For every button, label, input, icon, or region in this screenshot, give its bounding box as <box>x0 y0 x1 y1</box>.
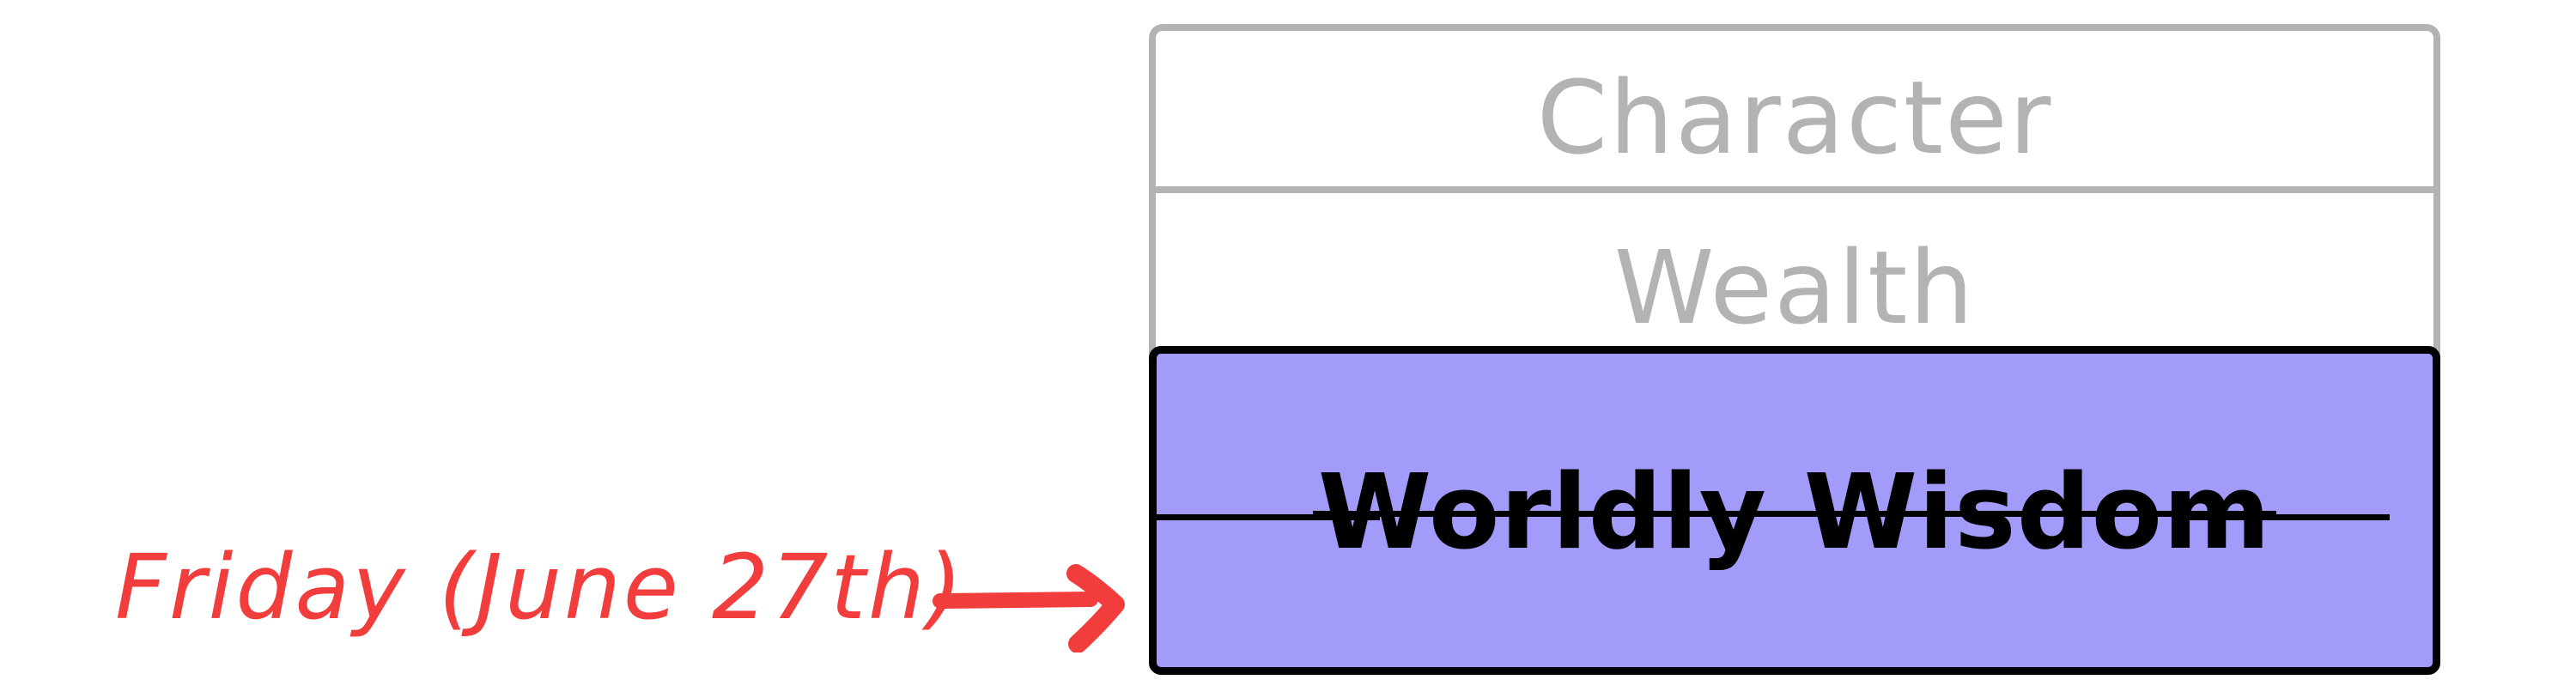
wealth-label: Wealth <box>1613 228 1976 347</box>
character-label: Character <box>1536 58 2053 177</box>
red-arrow-icon <box>933 564 1125 652</box>
date-annotation: Friday (June 27th) <box>115 535 965 640</box>
strike-line-right <box>2184 514 2390 520</box>
virtue-stack: Character Wealth Worldly Wisdom <box>1149 24 2440 675</box>
strike-line-left <box>1157 514 1380 520</box>
worldly-wisdom-box: Worldly Wisdom <box>1149 346 2440 675</box>
character-box: Character <box>1149 24 2440 190</box>
worldly-wisdom-label: Worldly Wisdom <box>1312 452 2277 573</box>
wealth-box: Wealth <box>1149 186 2440 361</box>
